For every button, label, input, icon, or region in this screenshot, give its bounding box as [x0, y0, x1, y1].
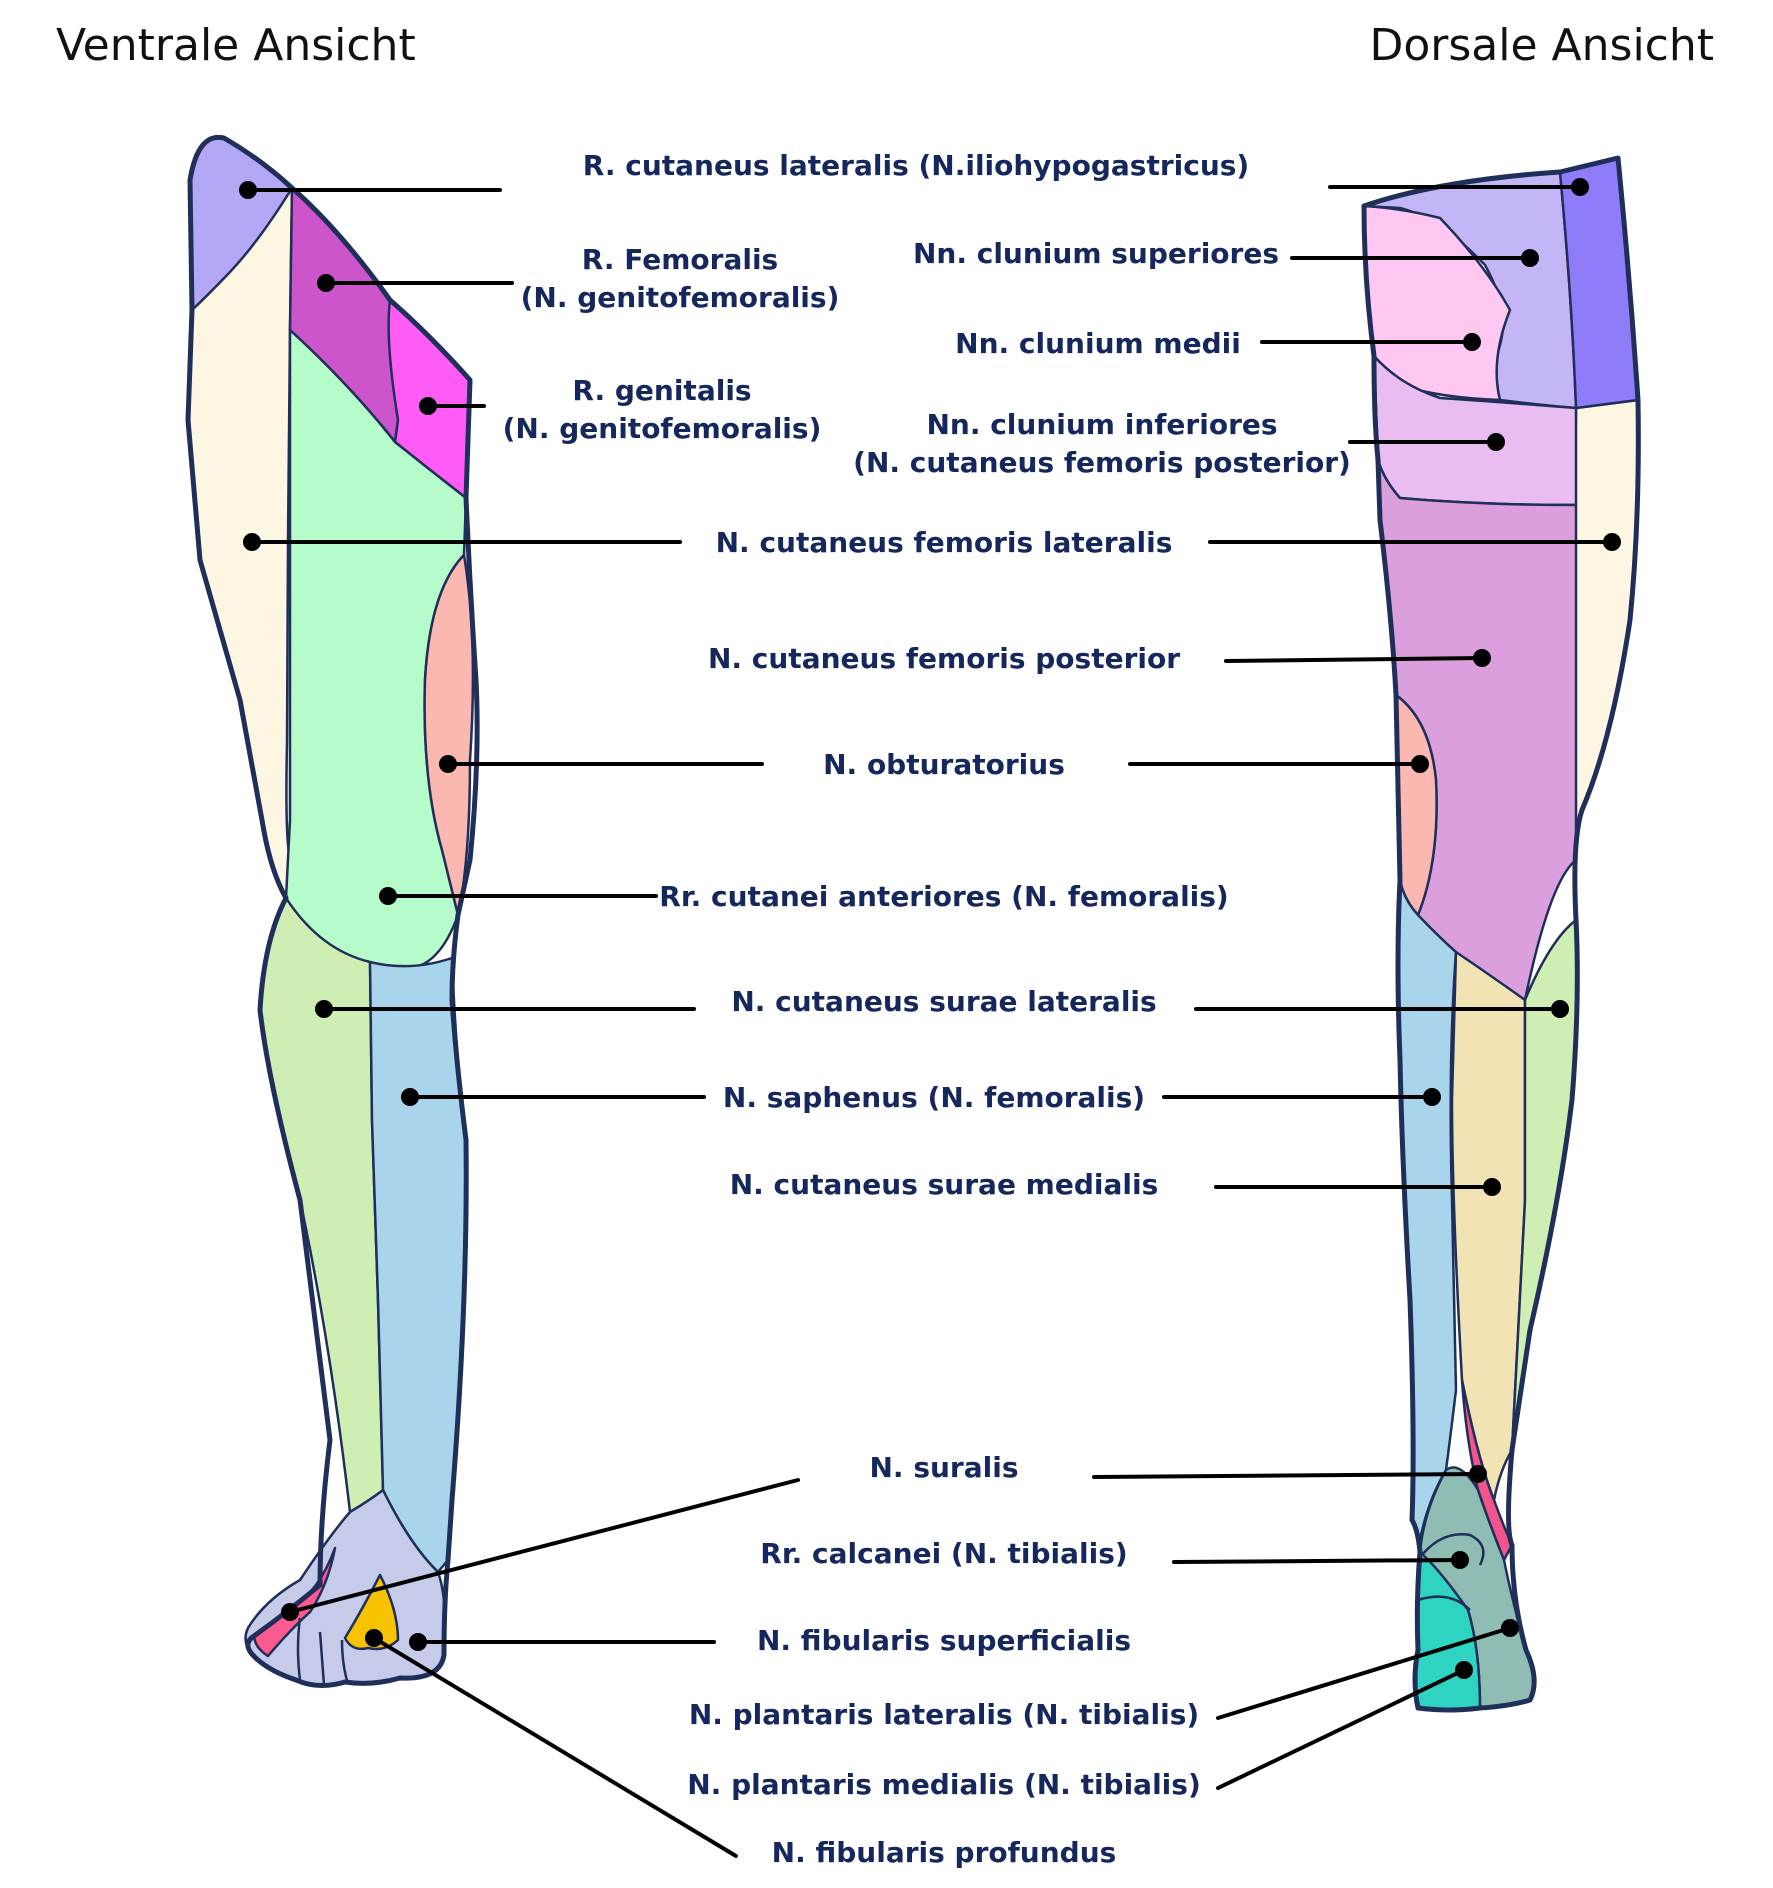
label-clun-inf-line2: (N. cutaneus femoris posterior)	[853, 446, 1351, 479]
ventral-leg	[185, 134, 480, 1688]
dot-obturatorius-dorsal	[1411, 755, 1429, 773]
dot-saphenus-ventral	[401, 1088, 419, 1106]
dot-rr-cut-ant	[379, 887, 397, 905]
label-r-genitalis-line2: (N. genitofemoralis)	[503, 412, 822, 445]
dot-clun-sup	[1521, 249, 1539, 267]
marker-dots	[239, 178, 1621, 1679]
leader-cut-fem-post	[1224, 656, 1484, 663]
dot-iliohypogastricus-ventral	[239, 181, 257, 199]
dorsal-heel-lines	[1416, 1533, 1485, 1611]
dorsal-leg-outline	[1361, 155, 1641, 1713]
dot-suralis-ventral	[281, 1603, 299, 1621]
label-fib-sup: N. fibularis superficialis	[757, 1624, 1131, 1657]
nerve-labels: R. cutaneus lateralis (N.iliohypogastric…	[503, 149, 1351, 1869]
dot-cut-fem-lat-dorsal	[1603, 533, 1621, 551]
label-clun-sup: Nn. clunium superiores	[913, 237, 1279, 270]
label-obturatorius: N. obturatorius	[823, 748, 1065, 781]
leader-plant-med	[1216, 1668, 1466, 1790]
label-clun-inf-line1: Nn. clunium inferiores	[926, 408, 1277, 441]
leader-fib-prof	[372, 1636, 738, 1858]
label-r-femoralis-line2: (N. genitofemoralis)	[521, 281, 840, 314]
dot-clun-inf	[1487, 433, 1505, 451]
label-plant-lat: N. plantaris lateralis (N. tibialis)	[689, 1698, 1199, 1731]
dot-plant-lat	[1501, 1619, 1519, 1637]
dot-cut-fem-post	[1473, 649, 1491, 667]
dot-fib-prof	[365, 1629, 383, 1647]
ventral-region-surae-lat	[258, 896, 385, 1514]
label-suralis: N. suralis	[870, 1451, 1019, 1484]
leader-calcanei	[1172, 1558, 1462, 1564]
dot-suralis-dorsal	[1469, 1465, 1487, 1483]
label-cut-fem-post: N. cutaneus femoris posterior	[708, 642, 1180, 675]
label-fib-prof: N. fibularis profundus	[772, 1836, 1117, 1869]
dot-fib-sup	[409, 1633, 427, 1651]
label-cut-fem-lat: N. cutaneus femoris lateralis	[716, 526, 1173, 559]
dot-calcanei	[1451, 1551, 1469, 1569]
dot-surae-lat-dorsal	[1551, 1000, 1569, 1018]
label-surae-lat: N. cutaneus surae lateralis	[731, 985, 1156, 1018]
label-r-genitalis-line1: R. genitalis	[572, 374, 751, 407]
dot-r-femoralis	[317, 274, 335, 292]
dot-iliohypogastricus-dorsal	[1571, 178, 1589, 196]
dorsal-view-title: Dorsale Ansicht	[1369, 20, 1714, 71]
leader-plant-lat	[1216, 1626, 1512, 1720]
leader-lines	[246, 185, 1614, 1858]
dot-saphenus-dorsal	[1423, 1088, 1441, 1106]
dot-surae-lat-ventral	[315, 1000, 333, 1018]
label-r-femoralis-line1: R. Femoralis	[582, 243, 778, 276]
label-r-cut-lat: R. cutaneus lateralis (N.iliohypogastric…	[583, 149, 1249, 182]
leader-suralis-ventral	[288, 1478, 800, 1614]
dot-plant-med	[1455, 1661, 1473, 1679]
label-plant-med: N. plantaris medialis (N. tibialis)	[687, 1768, 1201, 1801]
dorsal-leg	[1361, 155, 1641, 1713]
label-surae-med: N. cutaneus surae medialis	[730, 1168, 1159, 1201]
dorsal-region-suralis	[1460, 1378, 1514, 1562]
label-rr-cut-ant: Rr. cutanei anteriores (N. femoralis)	[659, 880, 1228, 913]
dot-cut-fem-lat-ventral	[243, 533, 261, 551]
ventral-region-fib-prof	[343, 1573, 400, 1651]
label-calcanei: Rr. calcanei (N. tibialis)	[760, 1537, 1127, 1570]
leader-suralis-dorsal	[1092, 1472, 1480, 1479]
dot-surae-med	[1483, 1178, 1501, 1196]
dot-obturatorius-ventral	[439, 755, 457, 773]
label-clun-med: Nn. clunium medii	[955, 327, 1241, 360]
dot-r-genitalis	[419, 397, 437, 415]
ventral-leg-outline	[185, 134, 480, 1688]
dot-clun-med	[1463, 333, 1481, 351]
label-saphenus: N. saphenus (N. femoralis)	[723, 1081, 1145, 1114]
ventral-view-title: Ventrale Ansicht	[56, 20, 416, 71]
